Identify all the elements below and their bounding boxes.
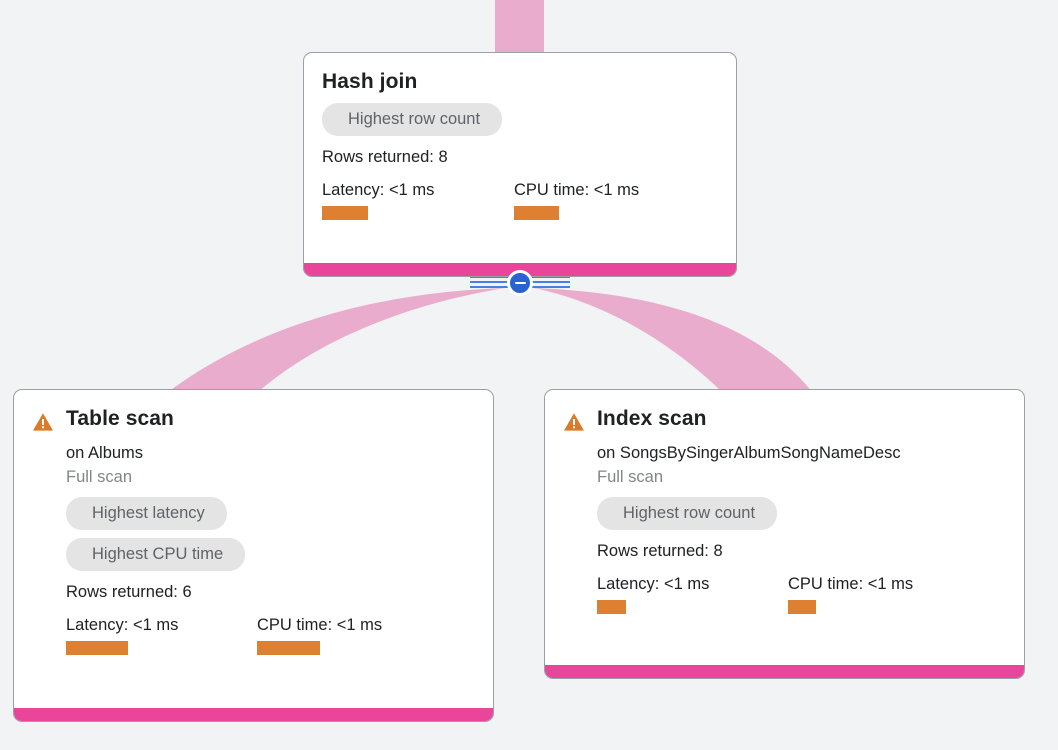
- metric-latency-bar: [66, 641, 128, 655]
- node-table-scan-subtitle: on Albums: [66, 444, 144, 462]
- node-hash-join[interactable]: Hash join Highest row count Rows returne…: [303, 52, 737, 277]
- node-index-scan[interactable]: Index scan on SongsBySingerAlbumSongName…: [544, 389, 1025, 679]
- warning-triangle-icon: [563, 406, 597, 435]
- metric-latency-label: Latency: <1 ms: [66, 616, 179, 634]
- metric-latency-label: Latency: <1 ms: [597, 575, 710, 593]
- node-table-scan-header: Table scan: [32, 406, 475, 435]
- chip-highest-latency[interactable]: Highest latency: [66, 497, 227, 530]
- metric-latency: Latency: <1 ms: [66, 615, 257, 655]
- node-index-scan-chips: Highest row count: [597, 489, 1006, 530]
- node-hash-join-accent-bar: [304, 263, 736, 276]
- chip-highest-row-count[interactable]: Highest row count: [597, 497, 778, 530]
- collapse-toggle-button[interactable]: [507, 270, 533, 296]
- node-index-scan-metrics: Latency: <1 ms CPU time: <1 ms: [597, 574, 1006, 614]
- minus-circle-icon: [514, 281, 526, 285]
- node-hash-join-title: Hash join: [322, 70, 418, 93]
- edge-hashjoin-to-indexscan: [534, 288, 812, 392]
- node-table-scan-accent-bar: [14, 708, 493, 721]
- metric-latency-bar: [322, 206, 368, 220]
- node-table-scan[interactable]: Table scan on Albums Full scan Highest l…: [13, 389, 494, 722]
- node-table-scan-rows-returned: Rows returned: 6: [66, 583, 192, 601]
- node-table-scan-scan-type: Full scan: [66, 468, 133, 486]
- warning-triangle-icon: [32, 406, 66, 435]
- metric-latency-bar: [597, 600, 626, 614]
- metric-cpu-time: CPU time: <1 ms: [257, 615, 382, 655]
- node-table-scan-title: Table scan: [66, 407, 174, 430]
- metric-cpu-time-label: CPU time: <1 ms: [257, 616, 383, 634]
- chip-highest-row-count[interactable]: Highest row count: [322, 103, 503, 136]
- node-hash-join-header: Hash join: [322, 69, 718, 95]
- node-table-scan-details: on Albums Full scan Highest latency High…: [32, 441, 475, 655]
- edge-hashjoin-to-tablescan: [168, 288, 505, 392]
- node-index-scan-body: Index scan on SongsBySingerAlbumSongName…: [545, 390, 1024, 665]
- metric-cpu-time-bar: [514, 206, 559, 220]
- metric-cpu-time-label: CPU time: <1 ms: [788, 575, 914, 593]
- node-index-scan-details: on SongsBySingerAlbumSongNameDesc Full s…: [563, 441, 1006, 614]
- chip-highest-cpu-time[interactable]: Highest CPU time: [66, 538, 246, 571]
- node-index-scan-title: Index scan: [597, 407, 707, 430]
- node-hash-join-chips: Highest row count: [322, 95, 718, 136]
- node-hash-join-metrics: Latency: <1 ms CPU time: <1 ms: [322, 180, 718, 220]
- edge-root-inflow: [495, 0, 544, 54]
- node-hash-join-rows-returned: Rows returned: 8: [322, 148, 448, 166]
- metric-cpu-time-bar: [788, 600, 816, 614]
- node-index-scan-accent-bar: [545, 665, 1024, 678]
- node-index-scan-rows-returned: Rows returned: 8: [597, 542, 723, 560]
- metric-cpu-time-label: CPU time: <1 ms: [514, 181, 640, 199]
- metric-cpu-time: CPU time: <1 ms: [514, 180, 639, 220]
- node-index-scan-scan-type: Full scan: [597, 468, 664, 486]
- metric-latency: Latency: <1 ms: [322, 180, 514, 220]
- node-table-scan-chips: Highest latency Highest CPU time: [66, 489, 475, 571]
- node-table-scan-metrics: Latency: <1 ms CPU time: <1 ms: [66, 615, 475, 655]
- node-index-scan-header: Index scan: [563, 406, 1006, 435]
- metric-cpu-time: CPU time: <1 ms: [788, 574, 913, 614]
- metric-latency: Latency: <1 ms: [597, 574, 788, 614]
- node-hash-join-body: Hash join Highest row count Rows returne…: [304, 53, 736, 263]
- metric-latency-label: Latency: <1 ms: [322, 181, 435, 199]
- metric-cpu-time-bar: [257, 641, 320, 655]
- node-table-scan-body: Table scan on Albums Full scan Highest l…: [14, 390, 493, 708]
- node-index-scan-subtitle: on SongsBySingerAlbumSongNameDesc: [597, 444, 901, 462]
